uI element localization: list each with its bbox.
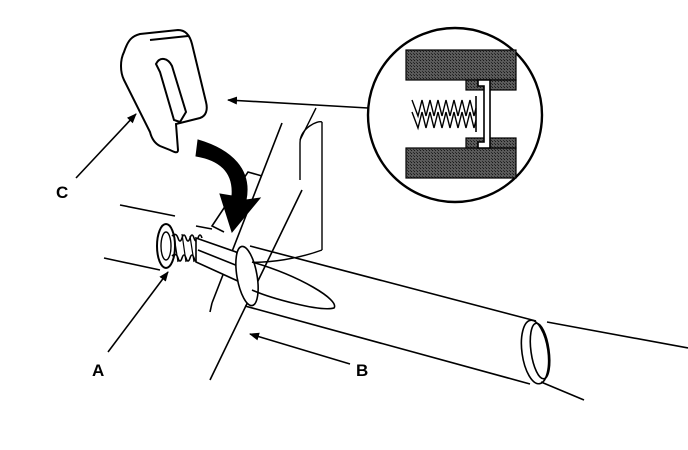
tool-barrel: [103, 204, 213, 271]
insertion-arrow: [195, 139, 262, 234]
label-b: B: [356, 361, 368, 380]
leader-arrow-a: [107, 271, 169, 353]
label-c: C: [56, 183, 68, 202]
spring-a: [156, 223, 203, 269]
detail-inset: [366, 26, 544, 204]
leader-arrow-b: [249, 332, 351, 365]
leader-arrow-c: [75, 113, 137, 179]
screwdriver: [195, 236, 688, 401]
label-a: A: [92, 361, 104, 380]
housing-body: [239, 107, 323, 264]
clip-c: [120, 28, 208, 154]
inset-pointer-arrow: [227, 96, 369, 109]
